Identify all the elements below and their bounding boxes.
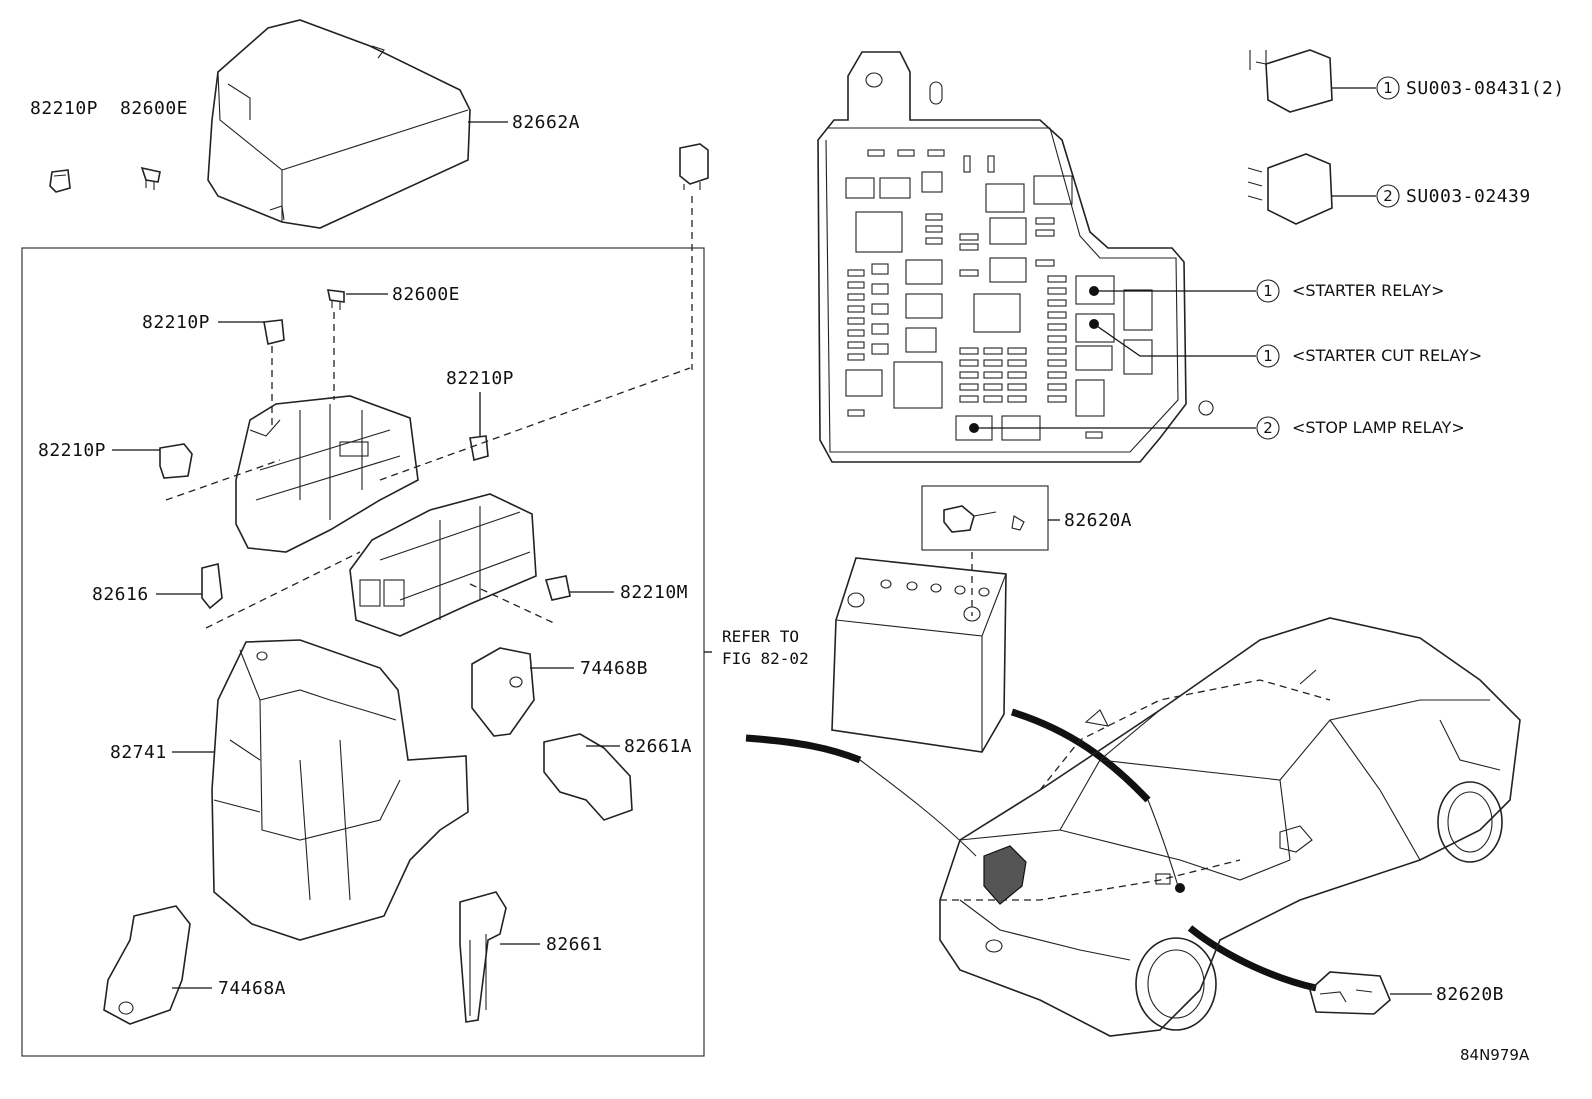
label-74468A: 74468A xyxy=(218,978,286,999)
figure-id: 84N979A xyxy=(1460,1046,1530,1064)
starter-relay-num: 1 xyxy=(1263,282,1273,300)
relay-2-part: SU003-02439 xyxy=(1406,186,1531,207)
relay-1-num: 1 xyxy=(1383,79,1393,97)
fuse-box-cover xyxy=(207,19,471,229)
label-82600E-top: 82600E xyxy=(120,98,188,119)
relay-position-2-num xyxy=(1256,344,1280,368)
fuse-82600E-top xyxy=(140,166,161,190)
refer-to-line2: FIG 82-02 xyxy=(722,649,809,668)
fuse-block-lower xyxy=(349,493,537,637)
label-82661A: 82661A xyxy=(624,736,692,757)
starter-cut-relay-num: 1 xyxy=(1263,347,1273,365)
fuse-82210P-a xyxy=(263,319,285,345)
relay-1-part: SU003-08431(2) xyxy=(1406,78,1565,99)
fuse-82210M xyxy=(544,575,571,601)
fuse-panel-layout xyxy=(817,51,1214,463)
fuse-82210P-c xyxy=(159,443,193,479)
label-82210P-b: 82210P xyxy=(446,368,514,389)
sensor-location-mark xyxy=(1155,873,1171,885)
inset-82620A xyxy=(921,485,1049,551)
label-82620A: 82620A xyxy=(1064,510,1132,531)
label-82210P-top: 82210P xyxy=(30,98,98,119)
label-82616: 82616 xyxy=(92,584,149,605)
car-outline xyxy=(939,617,1521,1037)
fuse-82210P-b xyxy=(469,435,489,462)
fuse-block-upper xyxy=(235,395,419,553)
fuse-82210P-top xyxy=(49,169,71,193)
label-82620B: 82620B xyxy=(1436,984,1504,1005)
bracket-82661A xyxy=(543,733,633,821)
relay-position-1-num xyxy=(1256,279,1280,303)
label-82210P-c: 82210P xyxy=(38,440,106,461)
fuse-82600E-mid xyxy=(326,289,345,310)
label-82210P-a: 82210P xyxy=(142,312,210,333)
label-82600E-mid: 82600E xyxy=(392,284,460,305)
stop-lamp-relay-label: <STOP LAMP RELAY> xyxy=(1292,418,1465,437)
refer-to-line1: REFER TO xyxy=(722,627,799,646)
label-74468B: 74468B xyxy=(580,658,648,679)
fuse-box-location-mark xyxy=(983,845,1027,905)
relay-small-top xyxy=(679,143,709,190)
bracket-74468B xyxy=(471,647,535,737)
tray-82741 xyxy=(211,639,469,941)
label-82661: 82661 xyxy=(546,934,603,955)
starter-cut-relay-label: <STARTER CUT RELAY> xyxy=(1292,346,1482,365)
label-82210M: 82210M xyxy=(620,582,688,603)
terminal-82620B xyxy=(1309,971,1391,1015)
stop-lamp-relay-num: 2 xyxy=(1263,419,1273,437)
starter-relay-label: <STARTER RELAY> xyxy=(1292,281,1444,300)
relay-type-1 xyxy=(1249,49,1333,113)
battery xyxy=(831,557,1007,753)
bracket-74468A xyxy=(103,905,191,1025)
label-82662A: 82662A xyxy=(512,112,580,133)
part-82661 xyxy=(459,891,507,1023)
relay-type-2 xyxy=(1247,153,1333,225)
relay-position-3-num xyxy=(1256,416,1280,440)
part-82616 xyxy=(201,563,223,610)
label-82741: 82741 xyxy=(110,742,167,763)
sensor-82620A xyxy=(943,505,1025,533)
relay-2-num: 2 xyxy=(1383,187,1393,205)
